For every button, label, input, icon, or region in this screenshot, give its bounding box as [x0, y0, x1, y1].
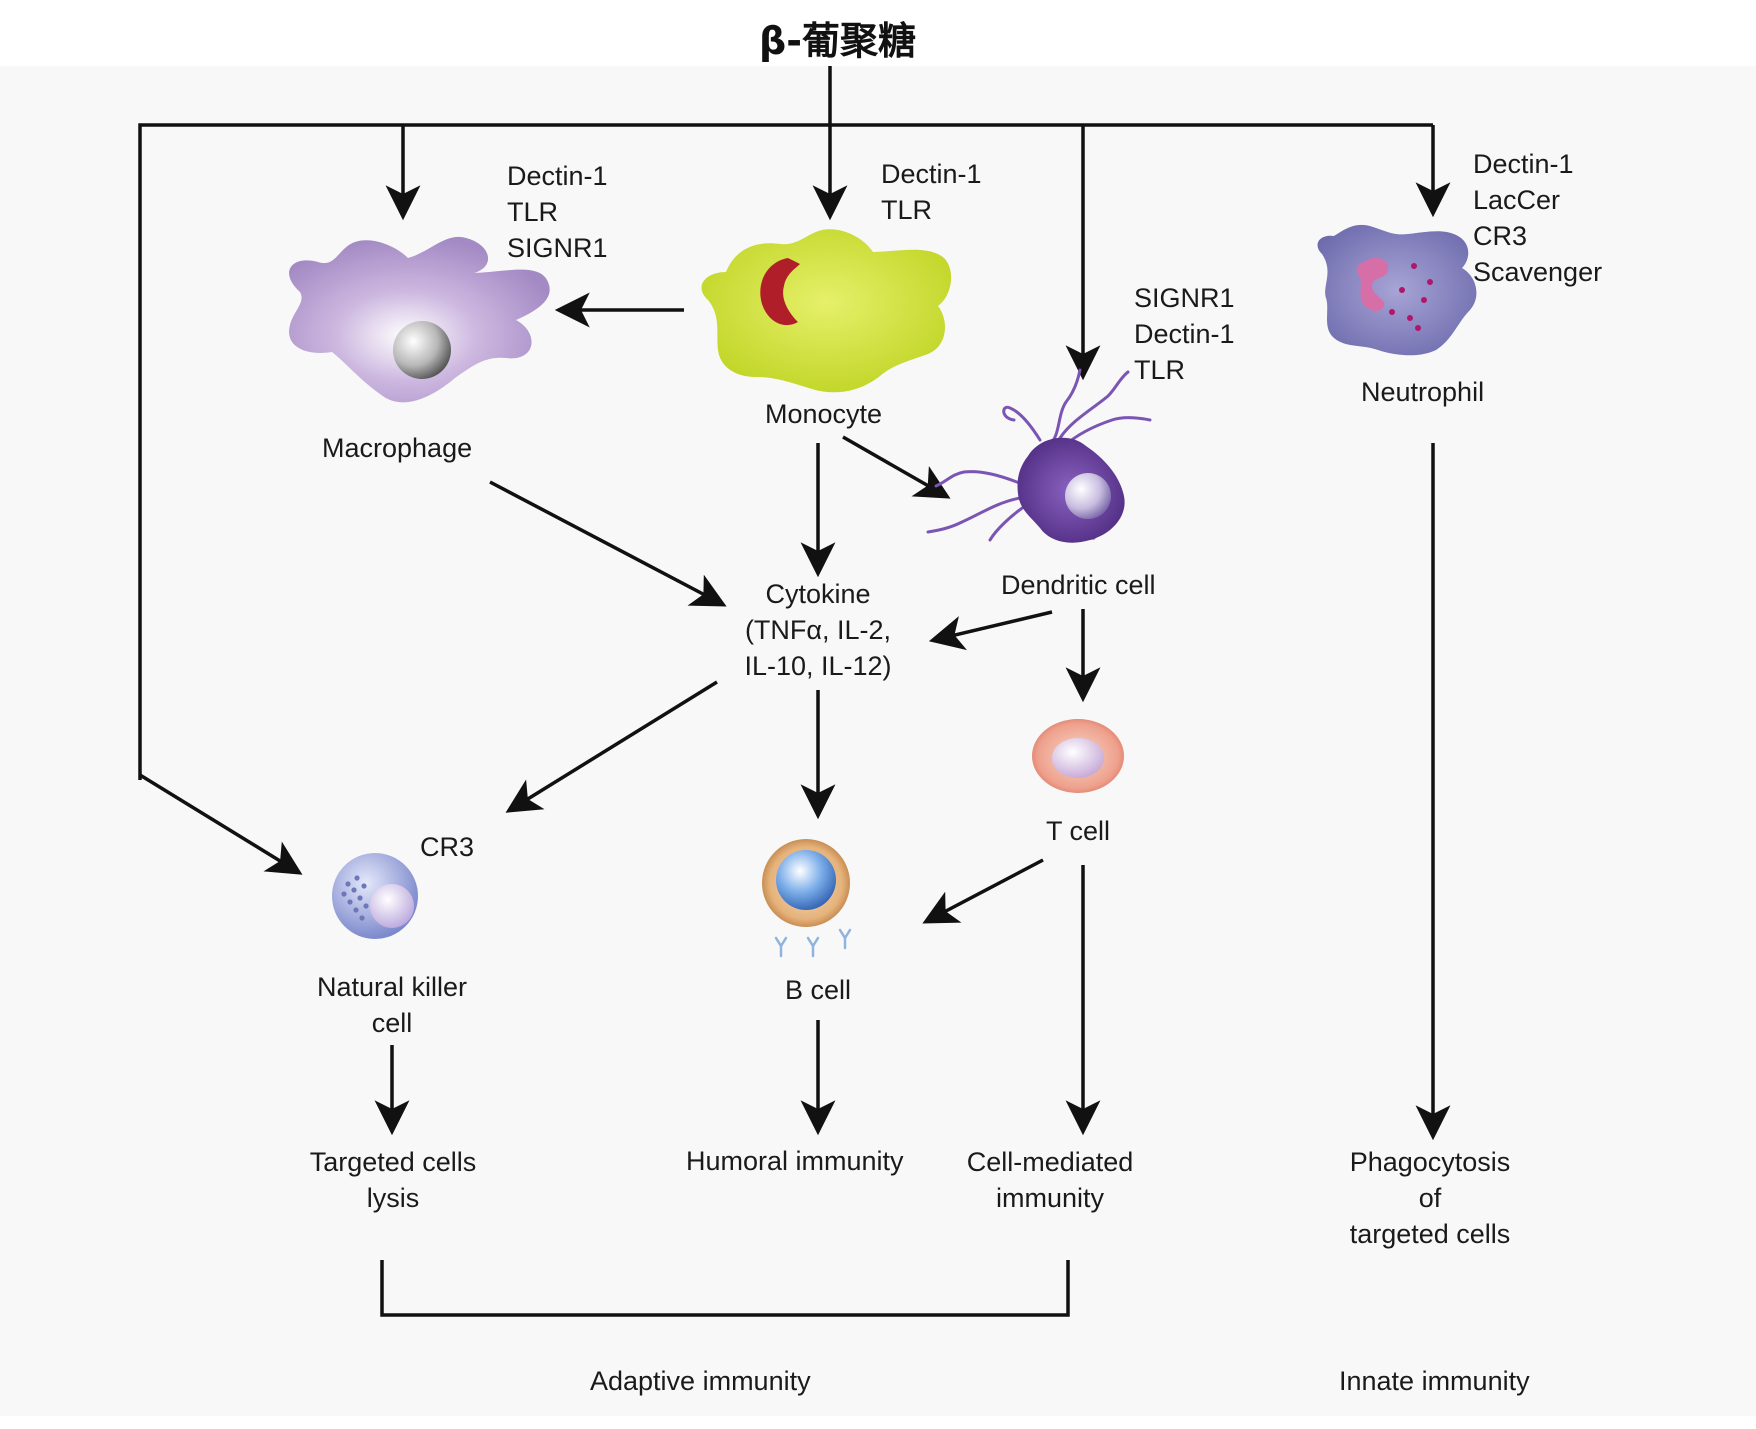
arrow-monocyte-to-dendritic [842, 435, 951, 499]
cell-mediated-outcome: Cell-mediated immunity [966, 1147, 1134, 1213]
adaptive-immunity-label: Adaptive immunity [590, 1366, 811, 1396]
cytokine-label: Cytokine (TNFα, IL-2, IL-10, IL-12) [744, 579, 892, 681]
phagocytosis-outcome: Phagocytosis of targeted cells [1349, 1147, 1511, 1249]
arrow-macrophage-to-cytokine [489, 480, 727, 607]
dendritic-cell [926, 368, 1152, 543]
adaptive-bracket [380, 1260, 1070, 1317]
arrow-dendritic-to-cytokine [928, 610, 1053, 651]
neutrophil-cell [1317, 224, 1477, 356]
monocyte-cell [701, 229, 952, 393]
diagram-title: β-葡聚糖 [759, 19, 916, 63]
nk-receptor-label: CR3 [420, 832, 475, 862]
macrophage-label: Macrophage [322, 433, 473, 463]
neutrophil-receptors: Dectin-1 LacCer CR3 Scavenger [1473, 149, 1603, 287]
monocyte-label: Monocyte [765, 399, 883, 429]
t-cell [1032, 719, 1124, 793]
arrow-left-to-nk [139, 773, 303, 875]
innate-immunity-label: Innate immunity [1339, 1366, 1530, 1396]
b-cell [762, 839, 852, 958]
macrophage-receptors: Dectin-1 TLR SIGNR1 [507, 161, 608, 263]
dendritic-label: Dendritic cell [1001, 570, 1156, 600]
lysis-outcome: Targeted cells lysis [309, 1147, 477, 1213]
connector-lines [138, 66, 1451, 1317]
arrow-cytokine-to-nk [505, 680, 718, 813]
monocyte-receptors: Dectin-1 TLR [881, 159, 982, 225]
antibody-icons [774, 928, 852, 958]
nk-cell-label: Natural killer cell [316, 972, 468, 1038]
humoral-outcome: Humoral immunity [686, 1146, 904, 1176]
nk-cell [332, 853, 418, 939]
macrophage-cell [289, 236, 550, 403]
arrow-tcell-to-bcell [922, 858, 1044, 924]
dendritic-receptors: SIGNR1 Dectin-1 TLR [1134, 283, 1235, 385]
neutrophil-label: Neutrophil [1361, 377, 1485, 407]
t-cell-label: T cell [1046, 816, 1111, 846]
b-cell-label: B cell [785, 975, 852, 1005]
distribution-bar [138, 123, 1433, 780]
